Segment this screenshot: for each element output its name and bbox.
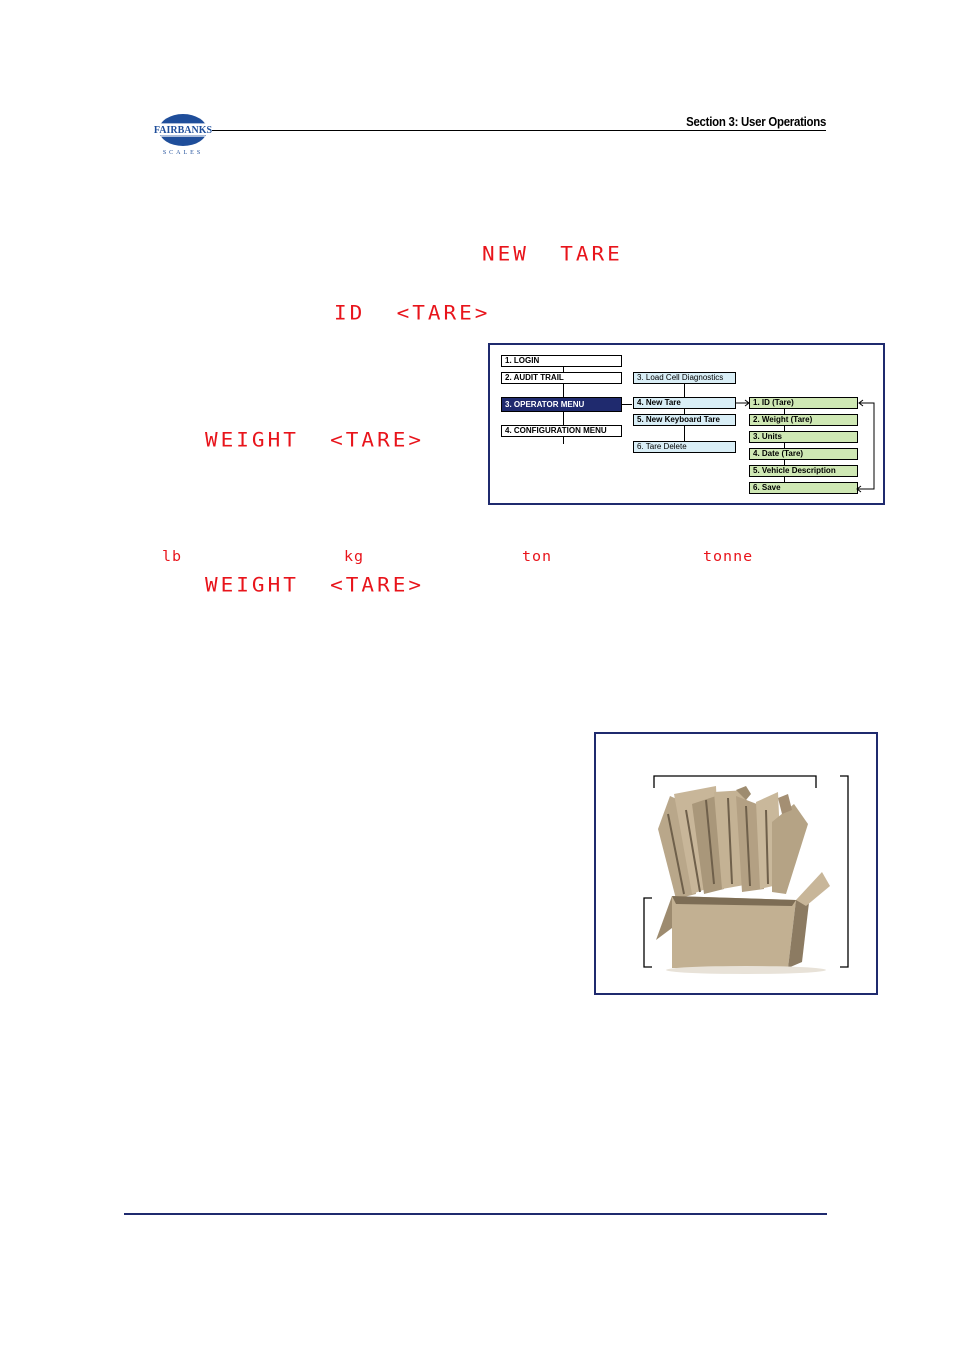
menu-audit-trail: 2. AUDIT TRAIL <box>501 372 622 384</box>
menu-vehicle-description: 5. Vehicle Description <box>749 465 858 477</box>
menu-load-cell: 3. Load Cell Diagnostics <box>633 372 736 384</box>
lcd-unit-kg: kg <box>344 547 365 565</box>
section-title: Section 3: User Operations <box>685 114 826 129</box>
lcd-new-tare: NEW TARE <box>482 242 623 266</box>
loop-arrow-icon <box>856 399 875 493</box>
menu-tare-delete: 6. Tare Delete <box>633 441 736 453</box>
lcd-id-tare: ID <TARE> <box>334 301 491 325</box>
lcd-unit-ton: ton <box>522 547 553 565</box>
menu-login: 1. LOGIN <box>501 355 622 367</box>
fairbanks-logo: FAIRBANKS SCALES <box>148 110 218 156</box>
logo-subtext: SCALES <box>163 150 203 156</box>
cardboard-box-icon <box>643 775 849 974</box>
menu-units: 3. Units <box>749 431 858 443</box>
menu-weight-tare: 2. Weight (Tare) <box>749 414 858 426</box>
arrow-right-icon <box>736 399 750 407</box>
cardboard-figure <box>594 732 878 995</box>
menu-id-tare: 1. ID (Tare) <box>749 397 858 409</box>
lcd-weight-tare-2: WEIGHT <TARE> <box>205 573 425 597</box>
lcd-unit-lb: lb <box>162 547 183 565</box>
footer-rule <box>124 1213 827 1215</box>
header-rule <box>212 130 826 131</box>
lcd-weight-tare: WEIGHT <TARE> <box>205 428 425 452</box>
lcd-unit-tonne: tonne <box>703 547 754 565</box>
menu-configuration: 4. CONFIGURATION MENU <box>501 425 622 437</box>
menu-date-tare: 4. Date (Tare) <box>749 448 858 460</box>
menu-diagram: 1. LOGIN 2. AUDIT TRAIL 3. OPERATOR MENU… <box>488 343 885 505</box>
menu-new-tare: 4. New Tare <box>633 397 736 409</box>
arrow-operator <box>622 404 632 405</box>
menu-new-keyboard-tare: 5. New Keyboard Tare <box>633 414 736 426</box>
menu-save: 6. Save <box>749 482 858 494</box>
menu-operator-menu: 3. OPERATOR MENU <box>501 397 622 412</box>
col3-connector <box>784 405 785 485</box>
logo-wordmark: FAIRBANKS <box>154 125 213 136</box>
